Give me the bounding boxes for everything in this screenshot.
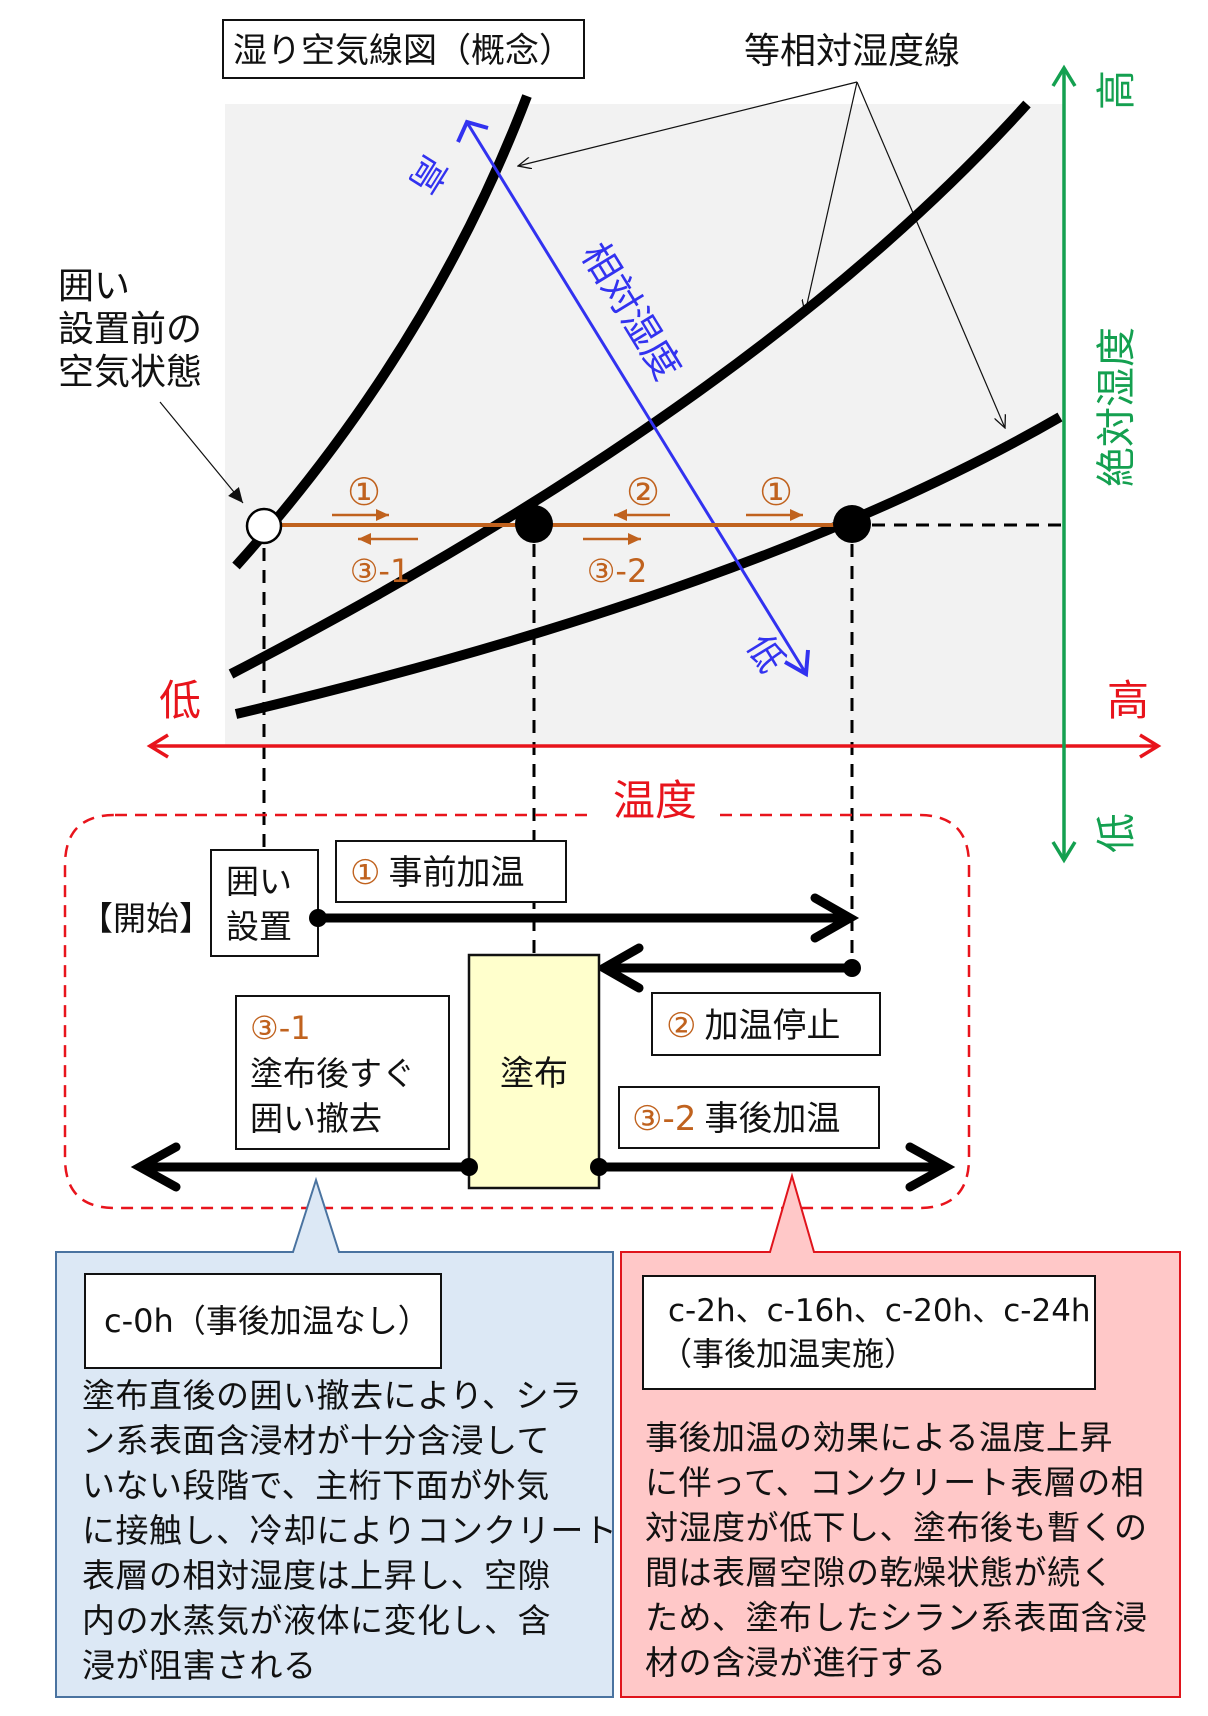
iso-rh-curve-high (232, 94, 532, 570)
pre-heating-arrow (309, 893, 860, 943)
initial-state-point (245, 507, 283, 545)
callout-right-heading-2: （事後加温実施） (660, 1335, 916, 1373)
remove-immediately-num: ③-1 (250, 1009, 311, 1047)
callout-right-body: 事後加温の効果による温度上昇 に伴って、コンクリート表層の相 対湿度が低下し、塗… (645, 1415, 1148, 1685)
heating-stop-arrow (594, 943, 861, 993)
callout-right-line: に伴って、コンクリート表層の相 (645, 1463, 1145, 1502)
enclosure-setup-line-1: 囲い (226, 862, 292, 901)
pre-state-annotation: 囲い 設置前の 空気状態 (58, 266, 244, 504)
heating-stop-text: 加温停止 (704, 1006, 840, 1046)
iso-rh-curve-low (234, 412, 1063, 719)
start-label: 【開始】 (80, 899, 212, 938)
callout-right-line: 間は表層空隙の乾燥状態が続く (645, 1553, 1114, 1592)
absolute-humidity-axis: 高 絶対湿度 低 (1051, 64, 1140, 864)
callout-right-line: 事後加温の効果による温度上昇 (645, 1418, 1114, 1457)
callout-left-line: に接触し、冷却によりコンクリート (82, 1511, 618, 1550)
iso-rh-pointer-2 (805, 81, 858, 313)
remove-immediately-arrow (130, 1142, 478, 1192)
pre-state-line-1: 囲い (58, 266, 130, 307)
callout-right-line: ため、塗布したシラン系表面含浸 (645, 1598, 1148, 1637)
callout-left-line: 内の水蒸気が液体に変化し、含 (82, 1601, 551, 1640)
callout-left-line: 塗布直後の囲い撤去により、シラ (82, 1376, 583, 1415)
pre-heating-text: 事前加温 (388, 853, 524, 893)
callout-left-line: ン系表面含浸材が十分含浸して (82, 1421, 551, 1460)
iso-rh-pointer-1 (518, 81, 858, 166)
pre-state-line-2: 設置前の (58, 309, 202, 350)
callout-left-line: いない段階で、主桁下面が外気 (82, 1466, 550, 1505)
post-heating-text: 事後加温 (704, 1099, 840, 1139)
callout-left-heading: c-0h（事後加温なし） (104, 1302, 430, 1340)
remove-immediately-box: ③-1 塗布後すぐ 囲い撤去 (235, 995, 450, 1150)
diagram-title: 湿り空気線図（概念） (233, 31, 573, 71)
coating-label: 塗布 (500, 1054, 568, 1094)
enclosure-setup-line-2: 設置 (226, 907, 292, 946)
iso-rh-pointer-3 (856, 81, 1005, 428)
remove-immediately-line-1: 塗布後すぐ (250, 1054, 415, 1093)
post-heating-arrow (590, 1142, 956, 1192)
process-label-3-1: ③-1 (350, 552, 411, 590)
process-label-3-2: ③-2 (587, 552, 648, 590)
enclosure-setup-box: 囲い 設置 (210, 849, 319, 957)
iso-rh-curve-mid (228, 100, 1031, 679)
coating-state-point (515, 505, 553, 543)
callout-right: c-2h、c-16h、c-20h、c-24h （事後加温実施） (620, 1172, 1181, 1698)
remove-immediately-line-2: 囲い撤去 (250, 1099, 382, 1138)
process-label-1b: ① (759, 470, 793, 514)
callout-left-line: 表層の相対湿度は上昇し、空隙 (82, 1556, 551, 1595)
temp-high-label: 高 (1107, 676, 1149, 725)
title-box: 湿り空気線図（概念） (222, 19, 585, 79)
temp-axis-label: 温度 (613, 776, 697, 825)
process-label-1a: ① (347, 470, 381, 514)
iso-rh-label: 等相対湿度線 (744, 31, 960, 72)
abs-axis-label: 絶対湿度 (1094, 327, 1140, 487)
temp-low-label: 低 (159, 676, 201, 725)
coating-box: 塗布 (467, 953, 601, 1190)
callout-right-heading-1: c-2h、c-16h、c-20h、c-24h (668, 1293, 1091, 1329)
process-label-2: ② (626, 470, 660, 514)
callout-left-line: 浸が阻害される (82, 1646, 317, 1685)
pre-state-line-3: 空気状態 (58, 352, 202, 393)
post-heating-num: ③-2 (632, 1099, 696, 1139)
callout-left-body: 塗布直後の囲い撤去により、シラ ン系表面含浸材が十分含浸して いない段階で、主桁… (82, 1373, 617, 1688)
callout-right-line: 材の含浸が進行する (645, 1643, 947, 1682)
timeline-frame (63, 813, 971, 1210)
heated-state-point (833, 505, 871, 543)
abs-high-label: 高 (1094, 70, 1140, 110)
heating-stop-num: ② (666, 1006, 696, 1046)
callout-right-line: 対湿度が低下し、塗布後も暫くの (645, 1508, 1148, 1547)
abs-low-label: 低 (1094, 813, 1140, 853)
callout-left: c-0h（事後加温なし） (55, 1176, 614, 1698)
pre-heating-num: ① (350, 853, 380, 893)
temperature-axis: 低 高 温度 (146, 676, 1162, 825)
